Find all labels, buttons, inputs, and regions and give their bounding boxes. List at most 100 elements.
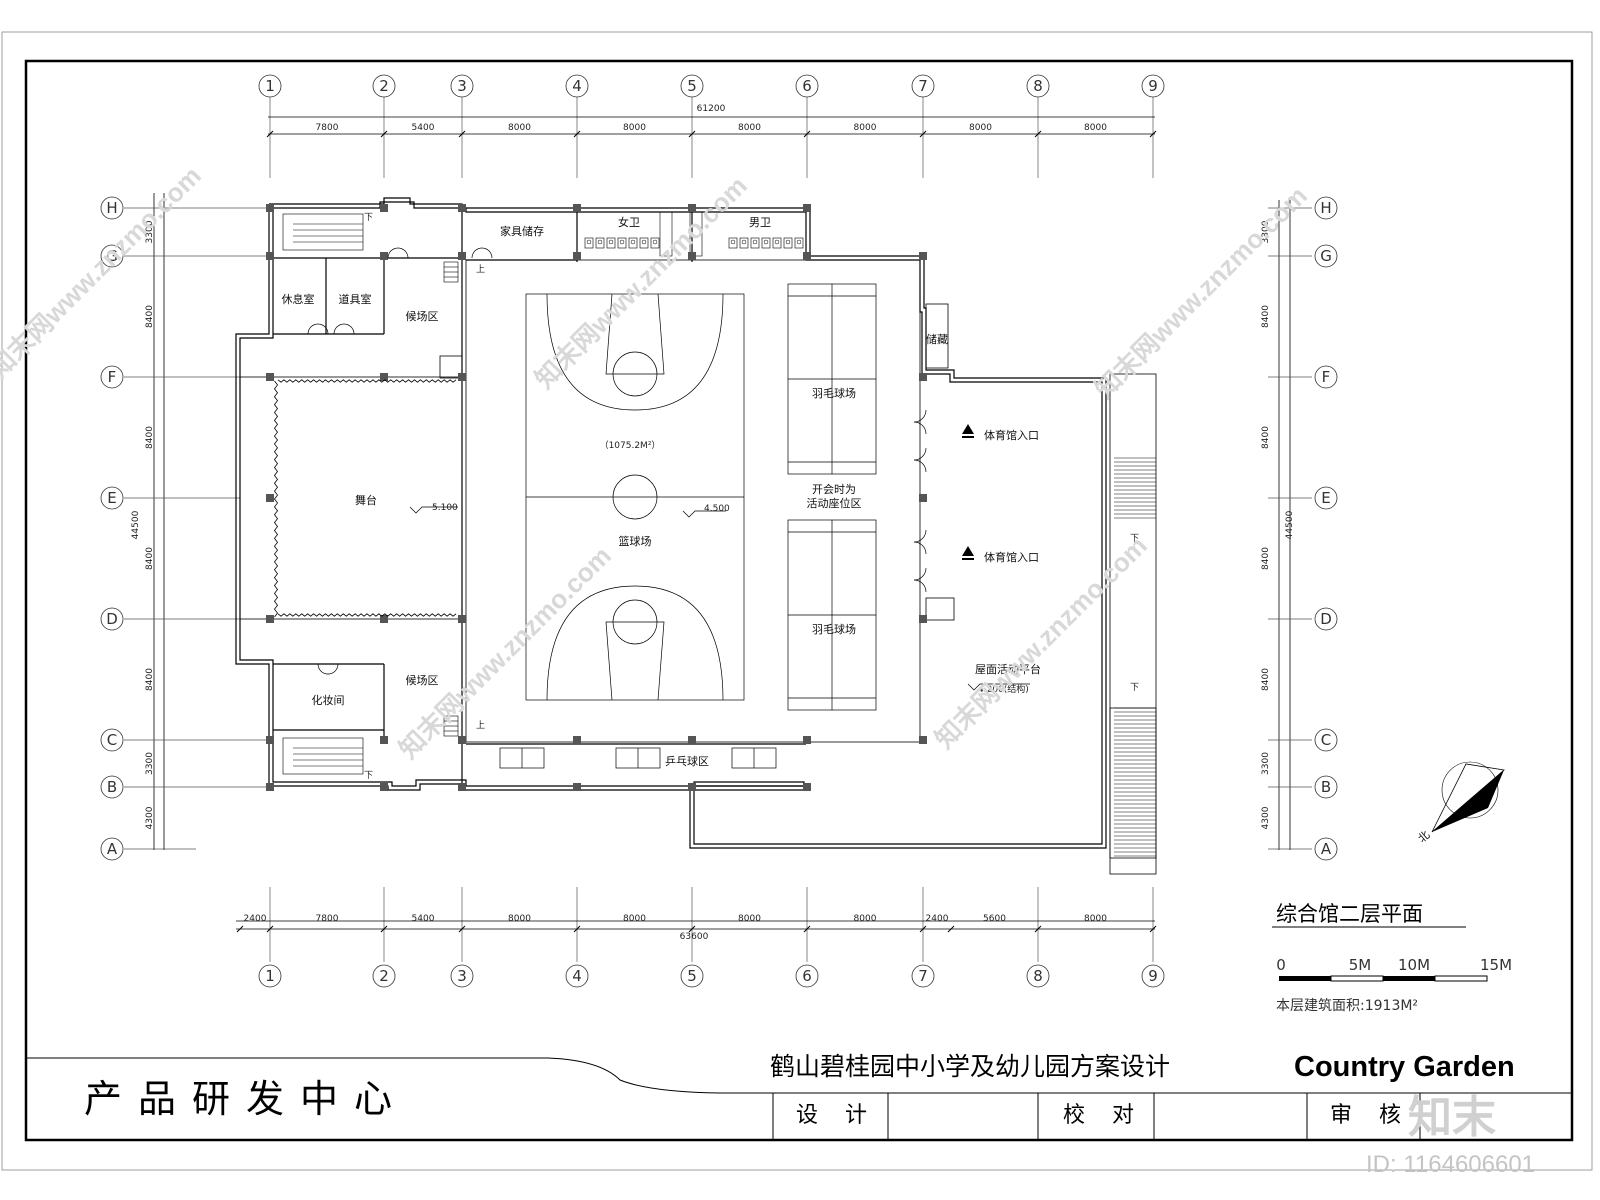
dimension-label: 8400 — [145, 547, 155, 570]
stair-down-4: 下 — [1130, 683, 1139, 693]
column-axis-lines — [269, 96, 1154, 962]
column — [266, 373, 274, 381]
title-block — [26, 1057, 1572, 1140]
axis-bubble — [100, 196, 124, 220]
scale-label: 10M — [1398, 956, 1430, 974]
axis-label: B — [1321, 778, 1331, 796]
right-total-dimension: 44500 — [1285, 510, 1295, 539]
column — [266, 252, 274, 260]
axis-label: G — [1320, 247, 1332, 265]
axis-label: 2 — [379, 77, 389, 95]
axis-label: 9 — [1148, 77, 1158, 95]
column — [803, 783, 811, 791]
column — [380, 204, 388, 212]
svg-text:知末网www.znzmo.com: 知末网www.znzmo.com — [0, 160, 207, 384]
axis-label: E — [1321, 489, 1330, 507]
room-badminton-top: 羽毛球场 — [812, 386, 856, 400]
axis-bubble — [100, 486, 124, 510]
column — [380, 373, 388, 381]
axis-bubble — [1314, 837, 1338, 861]
scale-label: 0 — [1276, 956, 1286, 974]
toilet-bowl — [630, 239, 636, 245]
entrance-markers — [962, 424, 974, 560]
axis-bubble — [911, 964, 935, 988]
room-stage: 舞台 — [355, 493, 377, 507]
column — [688, 783, 696, 791]
stair-down-3: 下 — [1130, 534, 1139, 544]
room-furniture-storage: 家具储存 — [500, 224, 544, 238]
stair-up-2: 上 — [476, 720, 485, 731]
stage-curtain-top — [277, 379, 457, 383]
dimension-tick — [236, 925, 244, 933]
dimension-label: 8400 — [1261, 426, 1271, 449]
axis-bubble — [258, 964, 282, 988]
toilet — [639, 237, 649, 249]
axis-label: 6 — [802, 77, 812, 95]
dimension-label: 8000 — [508, 914, 531, 924]
room-female-wc: 女卫 — [618, 215, 640, 229]
column — [688, 736, 696, 744]
dimension-tick — [1034, 925, 1042, 933]
axis-bubble — [680, 74, 704, 98]
dimension-tick — [1149, 130, 1157, 138]
axis-bubble — [1314, 775, 1338, 799]
toilet — [617, 237, 627, 249]
column — [573, 204, 581, 212]
row-axis-lines — [124, 207, 1312, 850]
column — [380, 615, 388, 623]
room-waiting-top: 候场区 — [406, 309, 439, 323]
outer-frame — [1, 31, 1593, 1171]
svg-text:知末网www.znzmo.com: 知末网www.znzmo.com — [529, 170, 753, 394]
toilet-bowl — [652, 239, 658, 245]
axis-bubble — [100, 728, 124, 752]
axis-bubble — [100, 365, 124, 389]
column — [458, 373, 466, 381]
axis-bubble — [1314, 607, 1338, 631]
toilet — [750, 237, 760, 249]
axis-label: G — [106, 247, 118, 265]
dimension-tick — [573, 130, 581, 138]
axis-bubble — [100, 244, 124, 268]
room-rest: 休息室 — [282, 292, 315, 306]
scale-label: 5M — [1349, 956, 1372, 974]
column — [380, 736, 388, 744]
axis-label: 8 — [1033, 77, 1043, 95]
watermark-id: ID: 1164606601 — [1366, 1151, 1535, 1178]
column — [803, 736, 811, 744]
dimension-label: 8000 — [623, 123, 646, 133]
axis-label: 2 — [379, 967, 389, 985]
axis-bubble — [1314, 196, 1338, 220]
dimension-label: 5400 — [412, 914, 435, 924]
axis-label: D — [106, 610, 118, 628]
dimension-label: 8400 — [1261, 305, 1271, 328]
axis-bubble — [1314, 365, 1338, 389]
axis-label: A — [107, 840, 118, 858]
dimension-label: 2400 — [926, 914, 949, 924]
axis-label: C — [1321, 731, 1331, 749]
axis-bubble — [100, 775, 124, 799]
column — [919, 615, 927, 623]
watermark-logo: 知末 — [1408, 1092, 1496, 1143]
axis-label: H — [106, 199, 117, 217]
dimension-label: 3300 — [145, 752, 155, 775]
wash-basin — [659, 211, 673, 257]
axis-bubble — [565, 74, 589, 98]
axis-label: 6 — [802, 967, 812, 985]
toilet — [595, 237, 605, 249]
column — [266, 783, 274, 791]
dimension-label: 8000 — [508, 123, 531, 133]
court-level: 4.500 — [704, 504, 730, 514]
axis-label: 5 — [687, 77, 697, 95]
dimension-tick — [1034, 130, 1042, 138]
dimension-tick — [458, 925, 466, 933]
dimension-tick — [458, 130, 466, 138]
room-basketball: 篮球场 — [619, 534, 652, 548]
toilet — [761, 237, 771, 249]
axis-label: 9 — [1148, 967, 1158, 985]
gym-entrance-1: 体育馆入口 — [984, 428, 1039, 442]
room-storage: 储藏 — [926, 332, 948, 346]
dimension-label: 8000 — [738, 914, 761, 924]
